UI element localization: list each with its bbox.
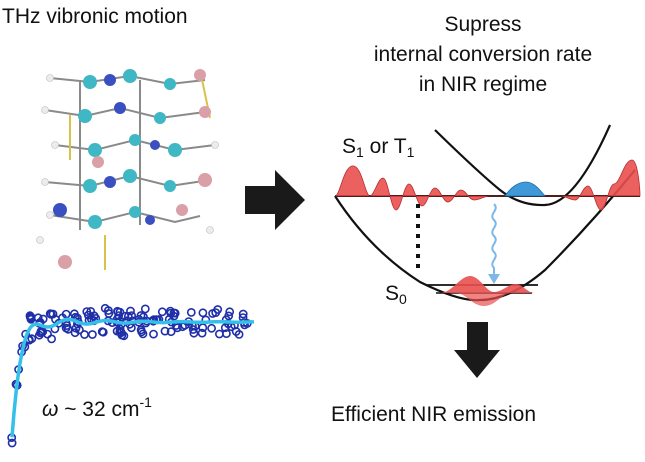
trace-data-point: [26, 312, 36, 322]
trace-data-point: [140, 304, 150, 314]
trace-data-point: [198, 323, 208, 333]
trace-data-point: [225, 307, 235, 317]
trace-data-point: [198, 308, 208, 318]
trace-data-point: [157, 307, 167, 317]
trace-data-point: [166, 308, 176, 318]
upper-wavepacket: [334, 159, 641, 211]
wavy-decay-arrow-icon: [491, 203, 497, 278]
trace-data-point: [172, 323, 182, 333]
trace-data-point: [186, 307, 196, 317]
trace-data-point: [80, 330, 89, 339]
lower-state-label: S0: [385, 282, 407, 307]
right-arrow-icon: [245, 170, 305, 230]
right-title: Supress internal conversion rate in NIR …: [318, 10, 645, 100]
lower-wavepacket: [440, 276, 534, 293]
trace-data-point: [160, 326, 170, 336]
trace-data-point: [97, 327, 107, 337]
trace-data-point: [238, 309, 248, 319]
wavy-decay-arrowhead: [488, 274, 500, 284]
trace-data-point: [149, 329, 158, 339]
upper-state-label: S1 or T1: [342, 135, 415, 160]
trace-data-point: [188, 325, 198, 334]
right-title-line-2: internal conversion rate: [373, 43, 593, 66]
trace-data-point: [70, 328, 80, 338]
trace-data-point: [126, 306, 135, 316]
potential-energy-diagram: [334, 124, 641, 306]
frequency-label: ω ~ 32 cm-1: [42, 394, 152, 421]
right-title-line-3: in NIR regime: [418, 73, 548, 96]
trace-data-point: [197, 328, 207, 338]
trace-data-point: [37, 326, 47, 336]
right-title-line-1: Supress: [444, 13, 522, 36]
trace-data-point: [213, 305, 223, 314]
time-trace-plot: [2, 292, 258, 457]
trace-data-point: [138, 329, 148, 339]
molecular-structure-image: [36, 69, 219, 270]
trace-fit-line: [10, 317, 254, 438]
trace-data-points: [7, 303, 252, 448]
trace-data-point: [100, 303, 110, 313]
trace-data-point: [45, 309, 55, 319]
left-title: THz vibronic motion: [2, 5, 188, 28]
blue-wavepacket: [504, 181, 546, 197]
trace-data-point: [221, 329, 231, 338]
trace-data-point: [115, 327, 125, 337]
trace-data-point: [207, 323, 216, 333]
trace-data-point: [7, 438, 17, 448]
upper-state-curve: [434, 124, 612, 207]
trace-data-point: [123, 311, 133, 321]
trace-data-point: [170, 308, 180, 318]
trace-data-point: [113, 307, 123, 316]
trace-data-point: [61, 309, 71, 319]
trace-data-point: [189, 328, 199, 338]
down-arrow-icon: [454, 322, 500, 378]
lower-wavepacket-tail: [456, 293, 512, 306]
trace-data-point: [166, 327, 176, 337]
bottom-caption: Efficient NIR emission: [331, 403, 537, 426]
